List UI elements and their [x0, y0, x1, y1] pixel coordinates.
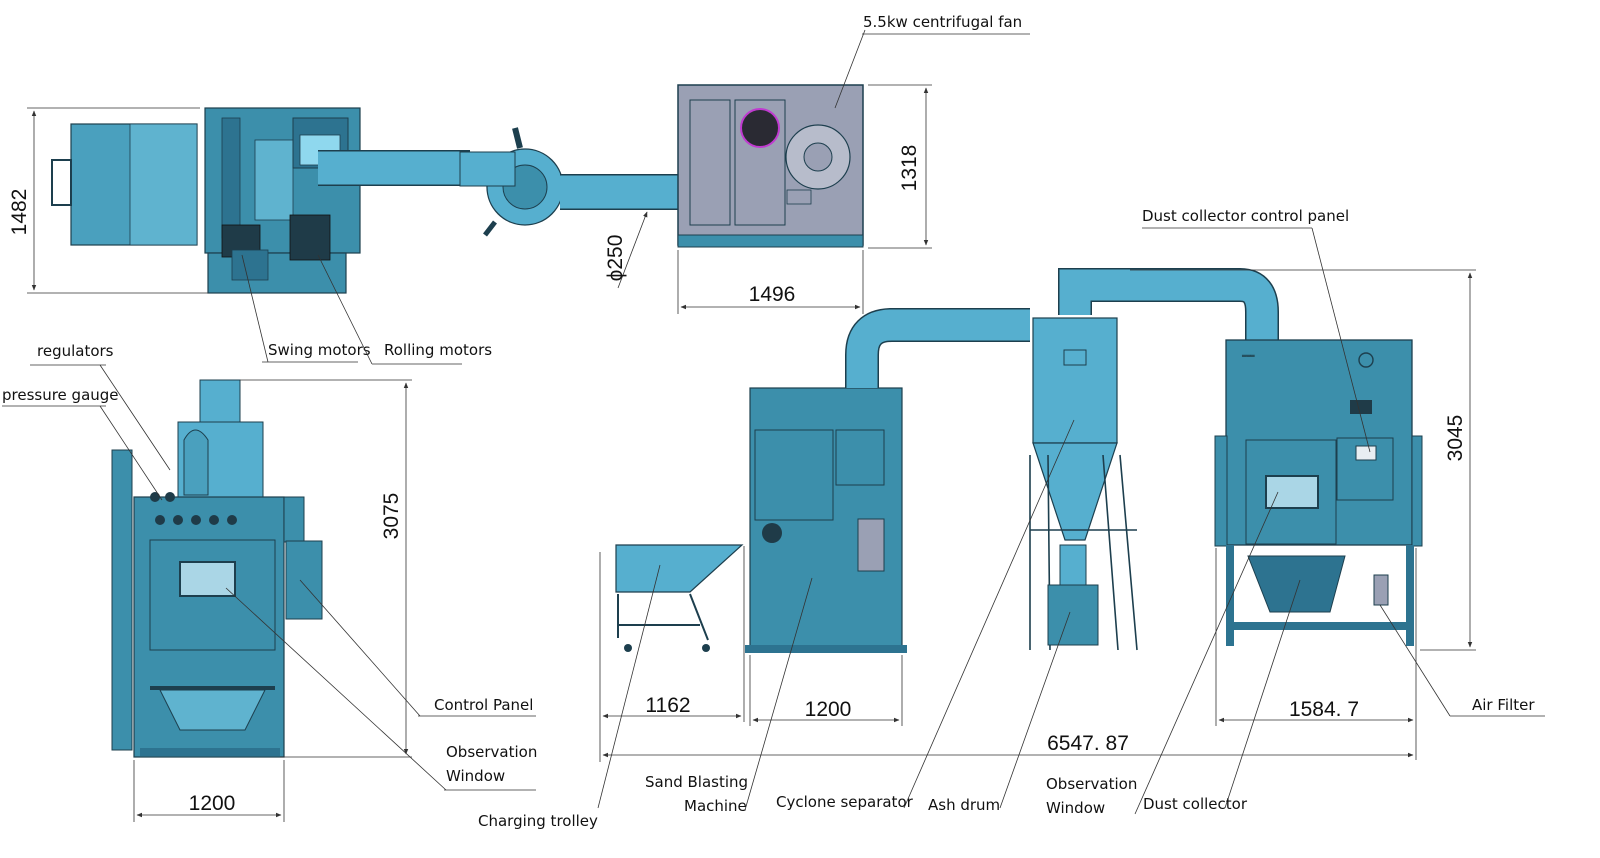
label-charging-trolley: Charging trolley	[478, 812, 598, 830]
front-view: 3075 1200 regulators pressure gauge Cont…	[2, 342, 537, 822]
label-observation-window-left-line1: Observation	[446, 743, 537, 761]
dim-fan-width: 1496	[749, 283, 796, 306]
label-sand-blasting-line2: Machine	[684, 797, 747, 815]
dim-top-height: 1482	[8, 189, 31, 236]
dim-machine-width: 1200	[805, 698, 852, 721]
top-plan-view: 1482 1318 1496 ϕ250 5.5kw centrifugal fa…	[8, 13, 1030, 365]
label-control-panel: Control Panel	[434, 696, 533, 714]
label-cyclone-separator: Cyclone separator	[776, 793, 914, 811]
label-rolling-motors: Rolling motors	[384, 341, 492, 359]
dim-fan-depth: 1318	[898, 145, 921, 192]
label-sand-blasting-line1: Sand Blasting	[645, 773, 748, 791]
label-dust-collector-control-panel: Dust collector control panel	[1142, 207, 1349, 225]
dim-collector-width: 1584. 7	[1289, 698, 1359, 721]
label-air-filter: Air Filter	[1472, 696, 1535, 714]
label-observation-window-left-line2: Window	[446, 767, 505, 785]
label-observation-window-right-line2: Window	[1046, 799, 1105, 817]
label-dust-collector: Dust collector	[1143, 795, 1248, 813]
label-regulators: regulators	[37, 342, 114, 360]
label-centrifugal-fan: 5.5kw centrifugal fan	[863, 13, 1022, 31]
dim-trolley-width: 1162	[645, 694, 690, 717]
dim-collector-height: 3045	[1444, 415, 1467, 462]
dim-total-length: 6547. 87	[1047, 732, 1129, 755]
side-view: ═══ 1162 1200 1584. 7 6547. 87 3045 Dust…	[478, 207, 1545, 830]
dim-front-height: 3075	[380, 493, 403, 540]
dim-front-width: 1200	[189, 792, 236, 815]
label-observation-window-right-line1: Observation	[1046, 775, 1137, 793]
dim-pipe-diameter: ϕ250	[604, 235, 627, 282]
label-ash-drum: Ash drum	[928, 796, 1000, 814]
label-swing-motors: Swing motors	[268, 341, 371, 359]
svg-text:═══: ═══	[1241, 352, 1255, 360]
label-pressure-gauge: pressure gauge	[2, 386, 119, 404]
